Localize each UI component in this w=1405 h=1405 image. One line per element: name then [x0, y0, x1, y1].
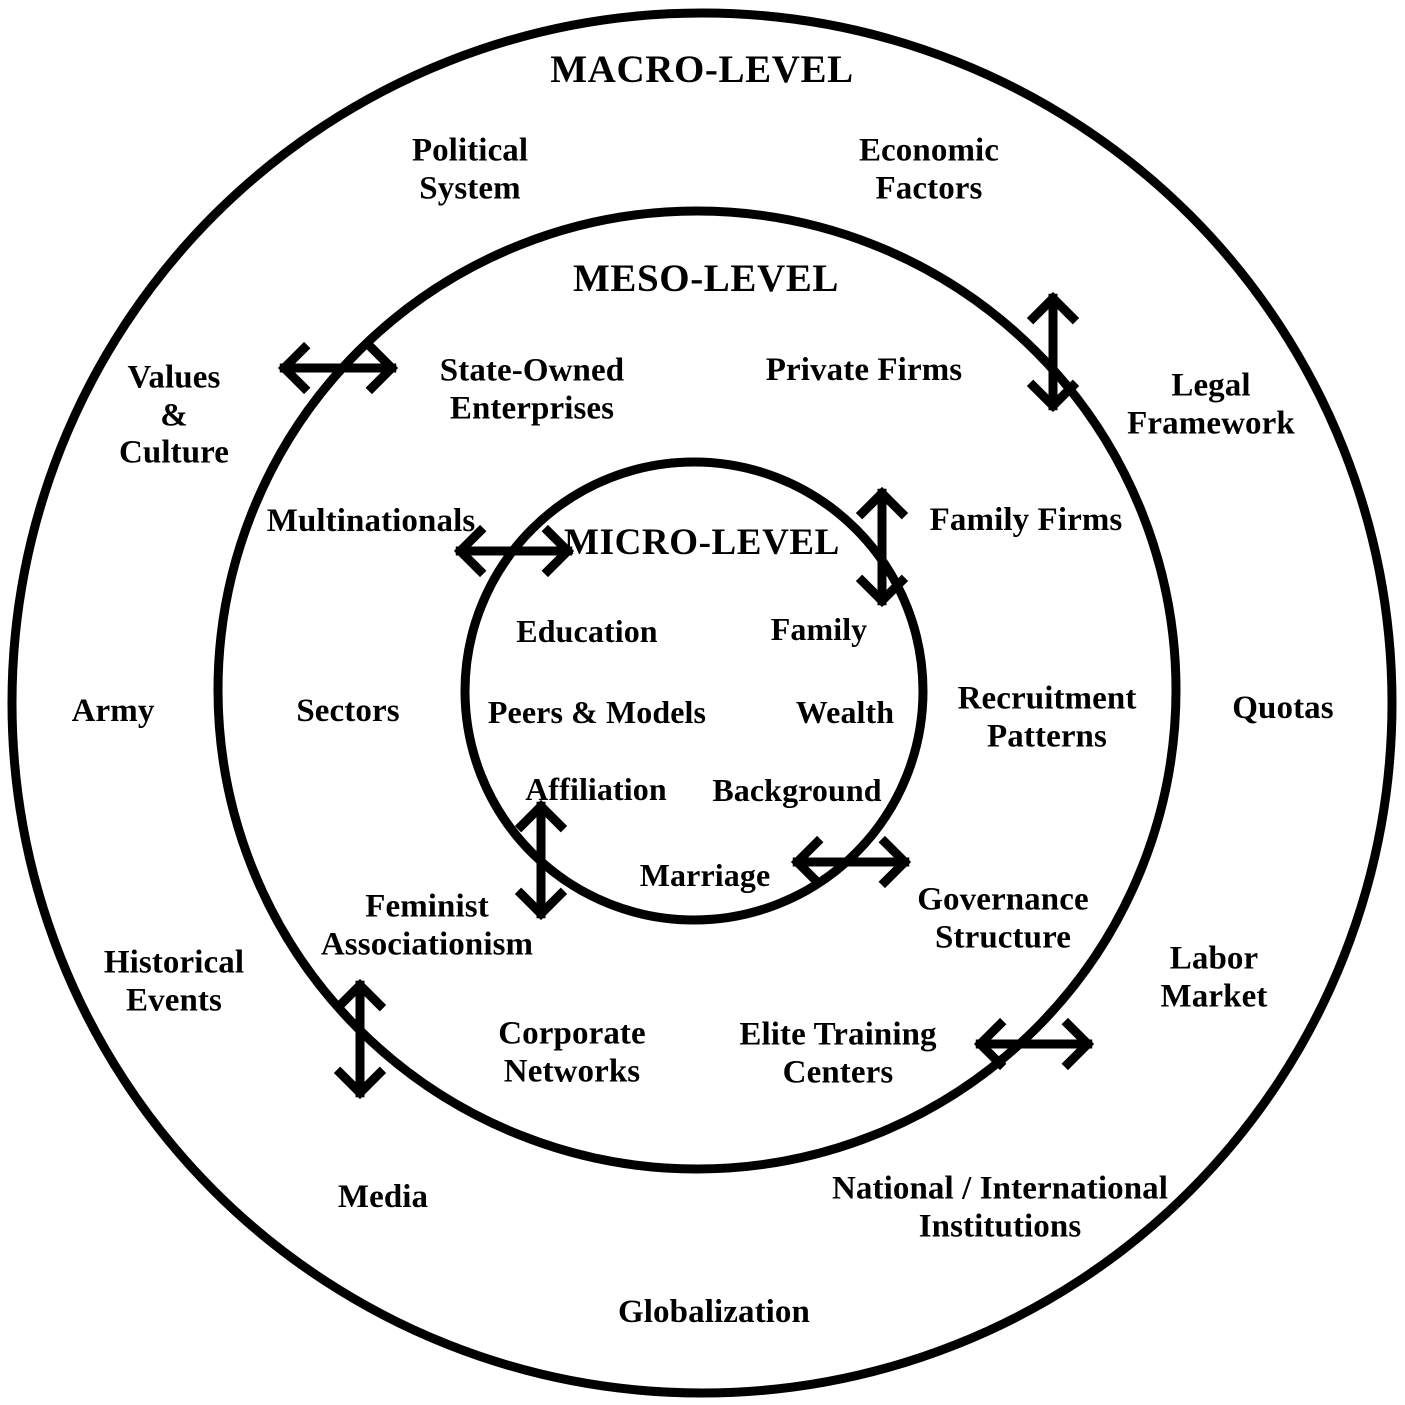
macro-level-title: MACRO-LEVEL — [550, 47, 854, 91]
meso-item-6: Feminist Associationism — [320, 888, 534, 962]
micro-level-title: MICRO-LEVEL — [564, 521, 840, 563]
meso-level-circle — [213, 206, 1181, 1174]
micro-item-4: Affiliation — [525, 770, 667, 807]
micro-level-circle — [460, 457, 928, 925]
macro-item-3: Legal Framework — [1127, 367, 1295, 441]
macro-item-4: Army — [71, 693, 155, 730]
meso-item-2: Multinationals — [266, 503, 476, 540]
meso-item-7: Governance Structure — [917, 881, 1089, 955]
meso-level-title: MESO-LEVEL — [572, 256, 840, 300]
macro-item-8: Media — [337, 1179, 429, 1216]
arrow-macro-meso-bottom-right — [980, 990, 1087, 1097]
meso-item-3: Family Firms — [929, 502, 1123, 539]
micro-item-1: Family — [770, 610, 868, 647]
meso-item-4: Sectors — [296, 693, 400, 730]
macro-item-7: Labor Market — [1160, 940, 1268, 1014]
meso-item-8: Corporate Networks — [498, 1015, 646, 1089]
meso-item-9: Elite Training Centers — [739, 1016, 937, 1090]
macro-item-5: Quotas — [1232, 690, 1334, 727]
macro-item-9: National / International Institutions — [831, 1170, 1169, 1244]
micro-item-3: Wealth — [795, 693, 895, 730]
meso-item-5: Recruitment Patterns — [957, 680, 1137, 754]
macro-item-1: Economic Factors — [858, 132, 1000, 206]
micro-item-2: Peers & Models — [487, 693, 707, 730]
arrow-meso-micro-bottom-right — [797, 808, 904, 915]
arrow-meso-micro-top-right — [828, 493, 935, 600]
micro-item-0: Education — [516, 612, 658, 649]
micro-item-5: Background — [712, 771, 882, 808]
macro-item-6: Historical Events — [103, 944, 245, 1018]
macro-level-circle — [7, 8, 1397, 1398]
macro-item-0: Political System — [411, 132, 529, 206]
arrow-macro-meso-top-right — [999, 298, 1106, 405]
meso-item-0: State-Owned Enterprises — [439, 352, 625, 426]
arrow-macro-meso-bottom-left — [306, 985, 413, 1092]
micro-item-6: Marriage — [639, 856, 771, 893]
macro-item-10: Globalization — [618, 1294, 810, 1331]
meso-item-1: Private Firms — [765, 352, 963, 389]
macro-item-2: Values & Culture — [118, 359, 230, 471]
